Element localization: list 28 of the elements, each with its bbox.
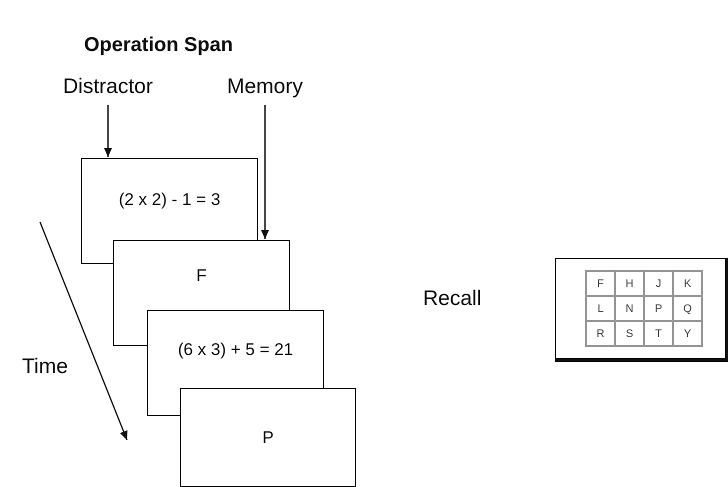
title: Operation Span <box>84 34 233 57</box>
screen-card <box>113 240 290 310</box>
grid-cell: J <box>644 271 673 296</box>
grid-cell: L <box>586 296 615 321</box>
grid-cell: K <box>673 271 702 296</box>
recall-screen <box>555 258 728 362</box>
section-label: Recall <box>423 287 482 311</box>
screen-text: F <box>196 266 207 286</box>
screen-card <box>147 310 324 388</box>
grid-cell: H <box>615 271 644 296</box>
screen-card <box>81 158 258 240</box>
heading-label: Distractor <box>63 75 153 99</box>
grid-cell: R <box>586 321 615 346</box>
grid-cell: S <box>615 321 644 346</box>
grid-cell: F <box>586 271 615 296</box>
grid-cell: Y <box>673 321 702 346</box>
arrow <box>261 105 269 239</box>
screen-card <box>180 388 356 487</box>
screen-text: P <box>262 428 274 448</box>
screen-text: (2 x 2) - 1 = 3 <box>118 190 220 210</box>
arrow <box>104 105 112 157</box>
grid-cell: Q <box>673 296 702 321</box>
axis-label: Time <box>22 355 68 379</box>
grid-cell: N <box>615 296 644 321</box>
heading-label: Memory <box>227 75 303 99</box>
grid-cell: T <box>644 321 673 346</box>
grid-cell: P <box>644 296 673 321</box>
screen-text: (6 x 3) + 5 = 21 <box>178 340 294 360</box>
